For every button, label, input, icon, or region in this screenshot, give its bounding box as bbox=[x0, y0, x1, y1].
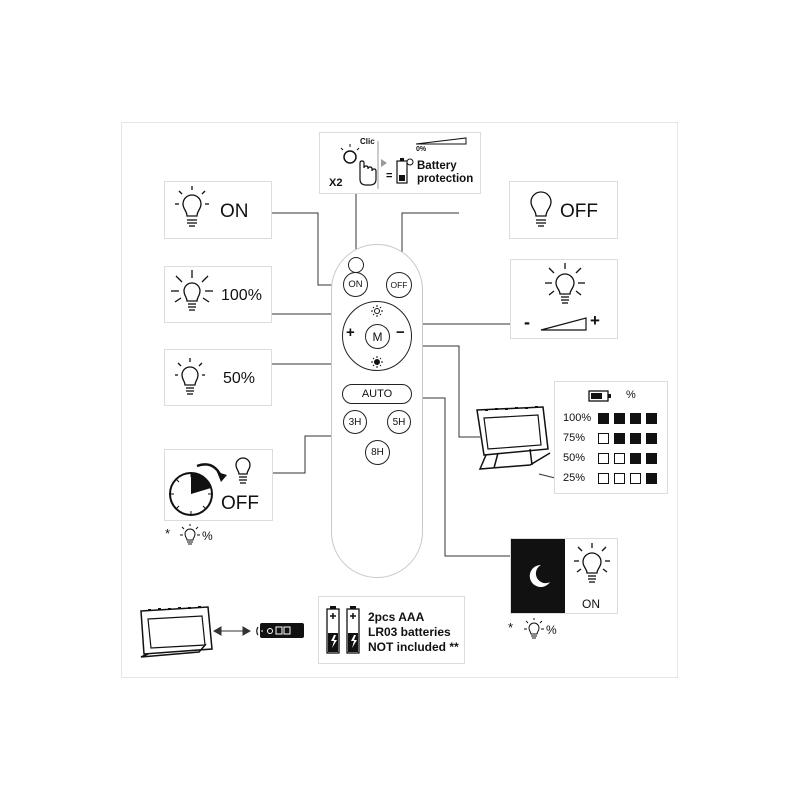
bulb-night-icon bbox=[574, 543, 610, 583]
remote-control bbox=[331, 244, 423, 578]
timer-footnote-pct: % bbox=[202, 529, 213, 543]
level-wedge-icon bbox=[415, 137, 467, 145]
timer-panel: OFF bbox=[164, 449, 273, 521]
half-brightness-panel: 50% bbox=[164, 349, 272, 406]
half-brightness-label: 50% bbox=[223, 370, 256, 387]
battery-cell-empty bbox=[614, 473, 625, 484]
battery-cell-filled bbox=[646, 413, 657, 424]
battery-cell-empty bbox=[598, 473, 609, 484]
remote-on-button[interactable]: ON bbox=[343, 272, 368, 297]
dimming-panel: - + bbox=[510, 259, 618, 339]
dim-ramp-icon bbox=[540, 317, 587, 331]
bulb-lit-icon bbox=[175, 186, 209, 227]
battery-cell-empty bbox=[614, 453, 625, 464]
batteries-line1: 2pcs AAA bbox=[368, 610, 425, 624]
hand-pointer-icon bbox=[359, 160, 377, 186]
aaa-battery-icon bbox=[326, 606, 340, 654]
batteries-note-panel: 2pcs AAA LR03 batteries NOT included ** bbox=[318, 596, 465, 664]
battery-level-label: 75% bbox=[563, 432, 586, 444]
battery-protection-line1: Battery bbox=[417, 160, 457, 172]
battery-cell-empty bbox=[598, 433, 609, 444]
battery-cell-filled bbox=[646, 473, 657, 484]
zero-percent-label: 0% bbox=[416, 146, 427, 153]
dim-plus-label: + bbox=[590, 311, 600, 330]
off-label: OFF bbox=[560, 201, 598, 222]
remote-bright-up-icon[interactable] bbox=[371, 305, 383, 317]
battery-level-label: 100% bbox=[563, 412, 592, 424]
remote-minus-button[interactable]: − bbox=[396, 324, 405, 341]
battery-header-pct: % bbox=[626, 389, 636, 401]
full-brightness-label: 100% bbox=[221, 287, 262, 304]
battery-level-label: 50% bbox=[563, 452, 586, 464]
dim-minus-label: - bbox=[524, 312, 530, 332]
bulb-half-icon bbox=[175, 358, 205, 395]
timer-footnote-star: * bbox=[165, 526, 171, 541]
remote-mode-button[interactable]: M bbox=[365, 324, 390, 349]
arrow-right-icon bbox=[381, 159, 387, 167]
battery-cell-filled bbox=[614, 413, 625, 424]
click-button-icon bbox=[340, 144, 360, 164]
remote-auto-button[interactable]: AUTO bbox=[342, 384, 412, 404]
night-sensor-panel: ON bbox=[510, 538, 618, 614]
diagram-frame bbox=[121, 122, 678, 678]
battery-cell-filled bbox=[646, 453, 657, 464]
battery-cell-filled bbox=[630, 433, 641, 444]
night-on-label: ON bbox=[582, 597, 600, 611]
times-label: X2 bbox=[329, 177, 343, 189]
battery-level-icon bbox=[588, 390, 611, 402]
night-footnote-star: * bbox=[508, 620, 514, 635]
battery-protection-line2: protection bbox=[417, 173, 474, 185]
battery-level-panel: % 100% 75% 50% 25% bbox=[554, 381, 668, 494]
battery-cell-filled bbox=[614, 433, 625, 444]
timer-off-label: OFF bbox=[221, 493, 259, 514]
on-panel: ON bbox=[164, 181, 272, 239]
battery-cell-empty bbox=[598, 453, 609, 464]
batteries-line3: NOT included ** bbox=[368, 640, 459, 654]
battery-cell-empty bbox=[630, 473, 641, 484]
batteries-line2: LR03 batteries bbox=[368, 625, 451, 639]
battery-cell-filled bbox=[598, 413, 609, 424]
remote-5h-button[interactable]: 5H bbox=[387, 410, 411, 434]
bulb-timer-icon bbox=[235, 457, 251, 484]
remote-8h-button[interactable]: 8H bbox=[365, 440, 390, 465]
night-dark-area bbox=[511, 539, 565, 613]
remote-off-button[interactable]: OFF bbox=[386, 272, 412, 298]
aaa-battery-icon-2 bbox=[346, 606, 360, 654]
remote-bright-down-icon[interactable] bbox=[371, 356, 383, 368]
battery-cell-filled bbox=[630, 453, 641, 464]
bulb-dimmable-icon bbox=[545, 263, 585, 304]
bulb-bright-icon bbox=[171, 270, 213, 311]
battery-cell-filled bbox=[630, 413, 641, 424]
bulb-off-icon bbox=[530, 191, 552, 227]
moon-icon bbox=[529, 564, 550, 587]
battery-icon bbox=[396, 158, 414, 184]
remote-3h-button[interactable]: 3H bbox=[343, 410, 367, 434]
click-label: Clic bbox=[360, 137, 375, 146]
night-footnote-pct: % bbox=[546, 623, 557, 637]
full-brightness-panel: 100% bbox=[164, 266, 272, 323]
equals-label: = bbox=[386, 170, 393, 182]
remote-plus-button[interactable]: + bbox=[346, 324, 355, 341]
on-label: ON bbox=[220, 201, 249, 222]
timer-clock-icon bbox=[169, 472, 213, 516]
battery-level-label: 25% bbox=[563, 472, 586, 484]
off-panel: OFF bbox=[509, 181, 618, 239]
battery-protection-panel: Clic X2 = 0% Battery protection bbox=[319, 132, 481, 194]
battery-cell-filled bbox=[646, 433, 657, 444]
